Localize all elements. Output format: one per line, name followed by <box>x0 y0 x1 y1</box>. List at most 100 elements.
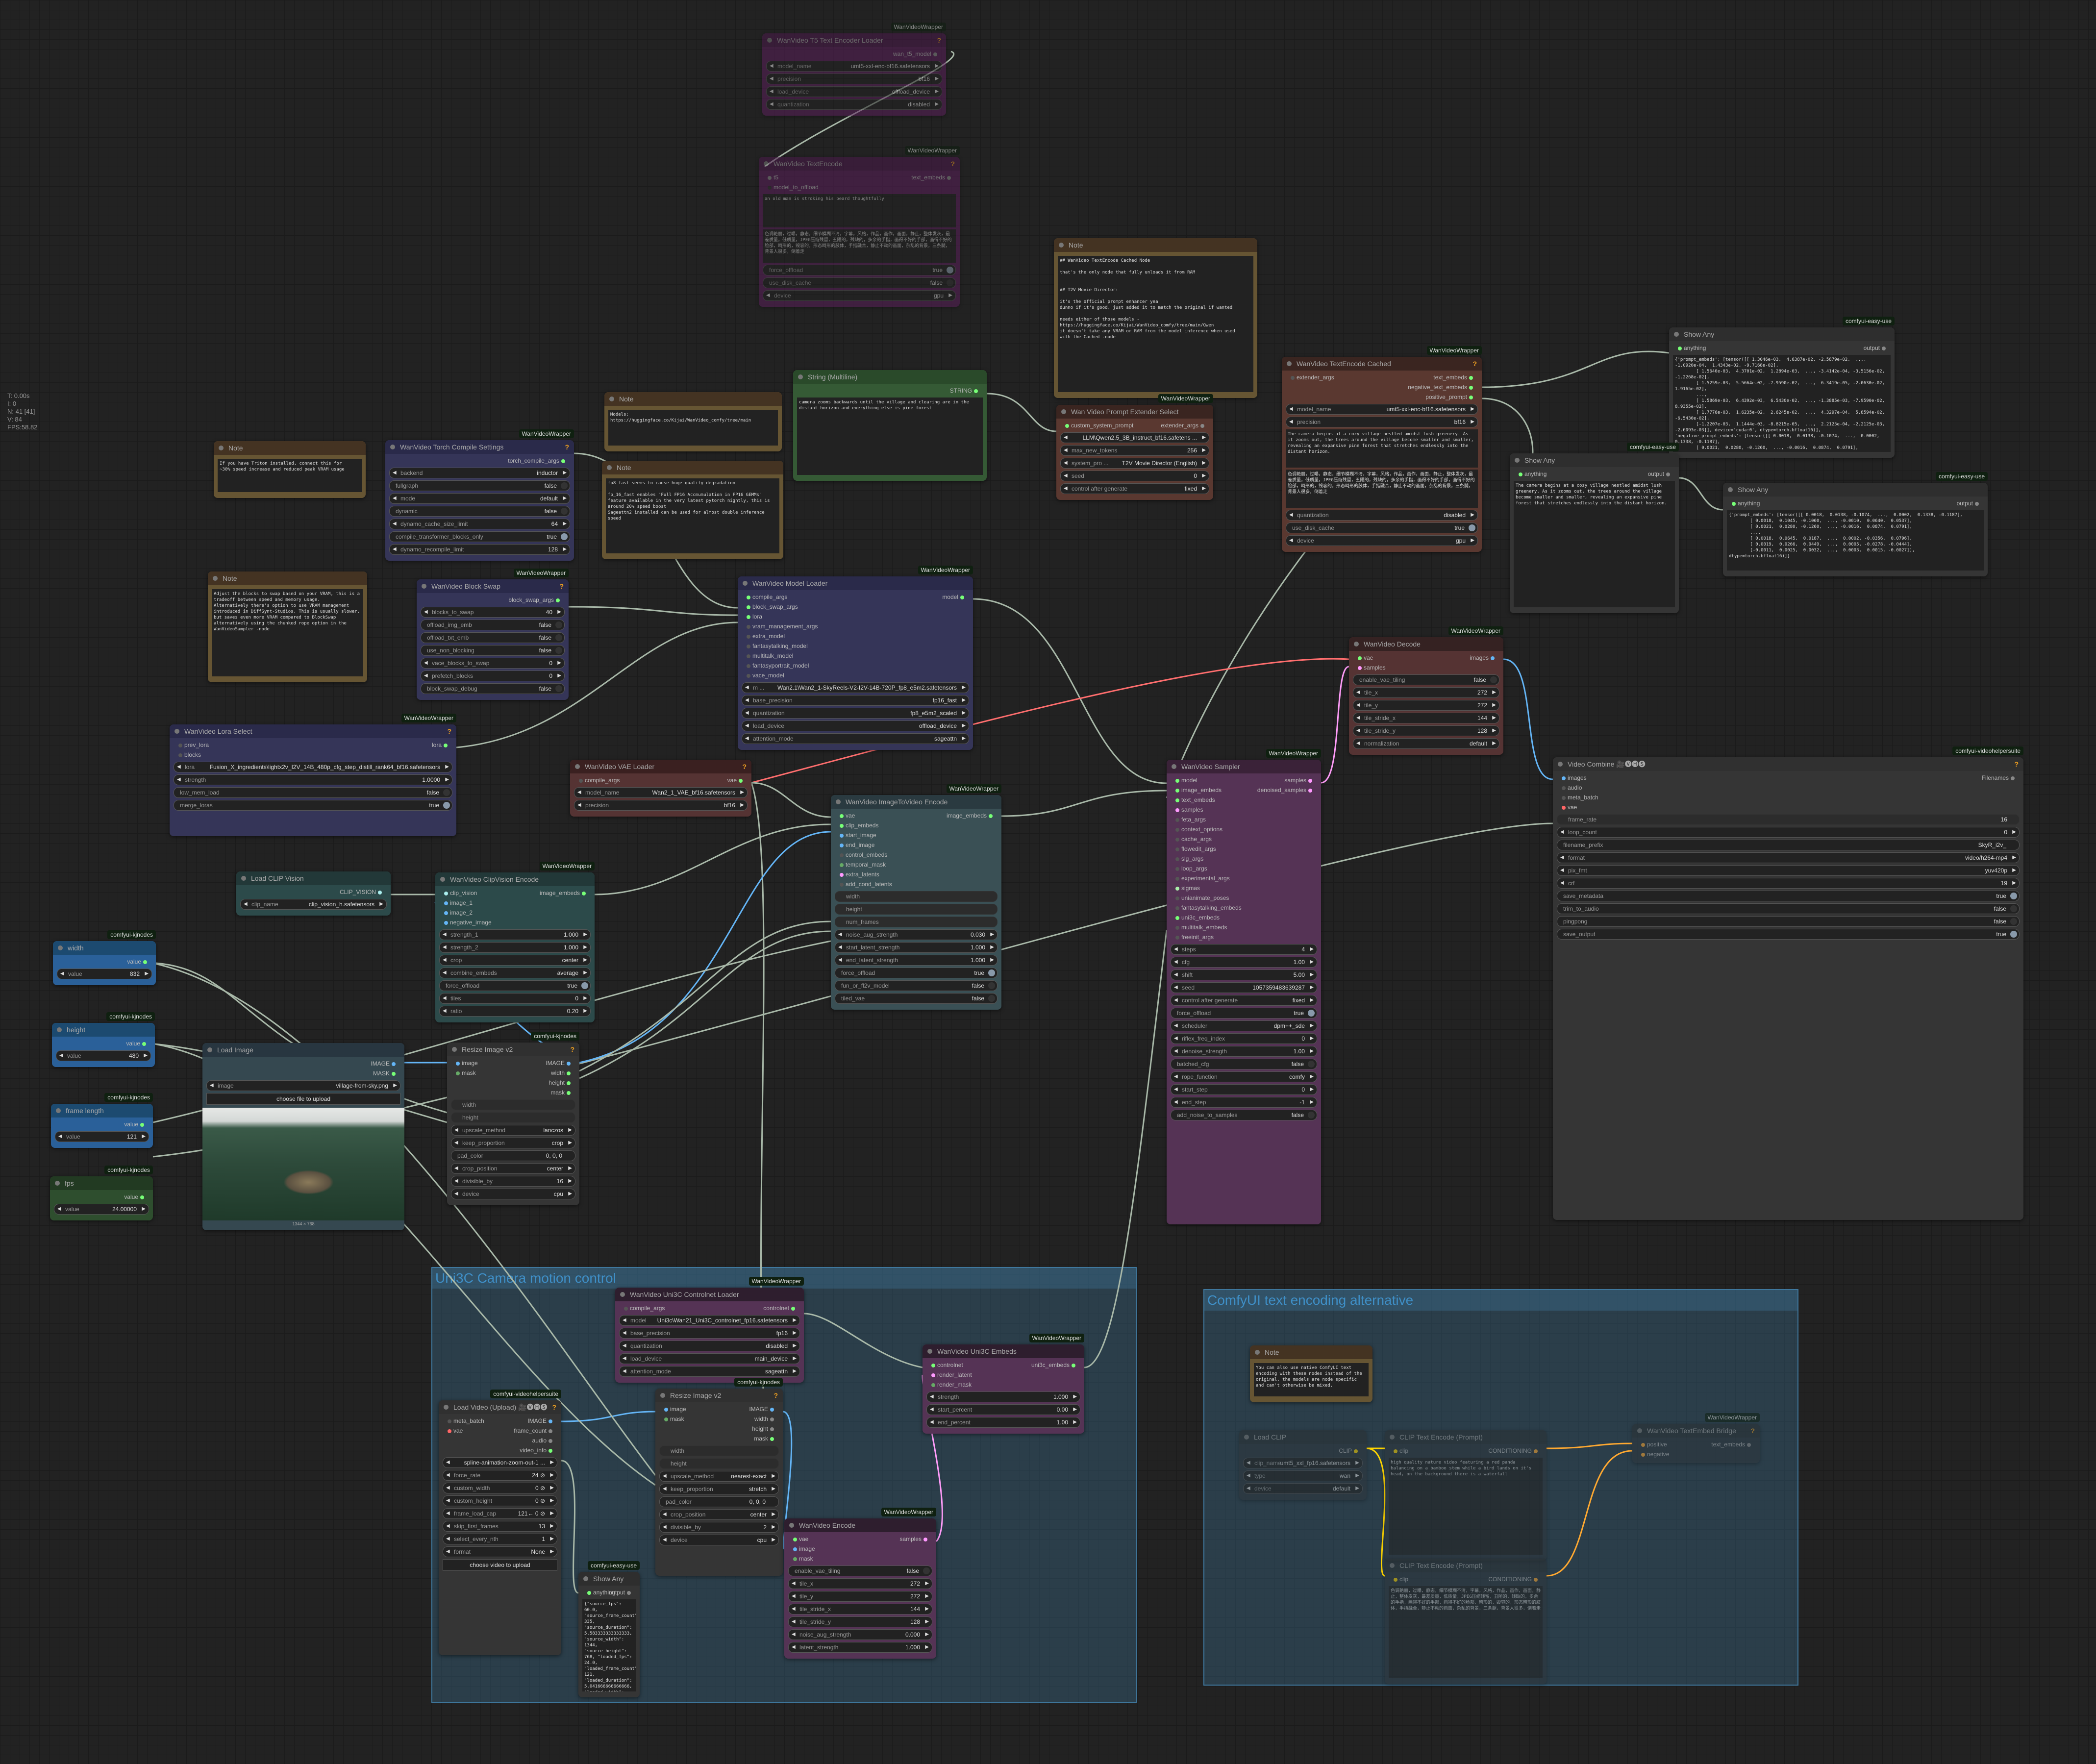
arrow-right-icon[interactable]: ▶ <box>583 995 587 1001</box>
arrow-right-icon[interactable]: ▶ <box>772 1473 775 1479</box>
arrow-right-icon[interactable]: ▶ <box>1492 728 1496 733</box>
arrow-right-icon[interactable]: ▶ <box>772 1537 775 1542</box>
output-slot[interactable]: output <box>1864 343 1888 353</box>
arrow-left-icon[interactable]: ◀ <box>930 1394 934 1399</box>
arrow-right-icon[interactable]: ▶ <box>1355 1473 1359 1478</box>
output-slot[interactable]: frame_count <box>514 1426 554 1436</box>
slot-dot-icon[interactable] <box>444 901 448 905</box>
output-slot[interactable]: height <box>549 1078 573 1088</box>
node-header[interactable]: Resize Image v2? <box>447 1043 579 1056</box>
arrow-right-icon[interactable]: ▶ <box>793 1368 797 1374</box>
arrow-right-icon[interactable]: ▶ <box>990 957 994 963</box>
slot-dot-icon[interactable] <box>624 1306 628 1311</box>
input-slot[interactable]: render_mask <box>929 1380 972 1390</box>
slot-dot-icon[interactable] <box>1491 656 1495 660</box>
arrow-left-icon[interactable]: ◀ <box>1064 460 1068 466</box>
toggle-knob-icon[interactable] <box>561 533 568 540</box>
node-header[interactable]: WanVideo Model Loader <box>738 576 973 590</box>
slot-dot-icon[interactable] <box>1175 827 1179 832</box>
node-header[interactable]: WanVideo ImageToVideo Encode <box>831 795 1001 809</box>
slot-dot-icon[interactable] <box>1175 867 1179 871</box>
output-slot[interactable]: value <box>126 1039 148 1048</box>
arrow-right-icon[interactable]: ▶ <box>550 1536 554 1541</box>
slot-dot-icon[interactable] <box>1394 1577 1397 1582</box>
arrow-right-icon[interactable]: ▶ <box>772 1512 775 1517</box>
input-slot[interactable]: mask <box>662 1414 684 1424</box>
collapse-dot-icon[interactable] <box>789 1523 794 1528</box>
input-slot[interactable]: loop_args <box>1173 864 1207 873</box>
slot-dot-icon[interactable] <box>1175 778 1179 783</box>
input-slot[interactable]: extra_model <box>745 631 785 641</box>
arrow-right-icon[interactable]: ▶ <box>2012 868 2016 873</box>
node-header[interactable]: CLIP Text Encode (Prompt) <box>1385 1430 1547 1444</box>
slot-dot-icon[interactable] <box>1678 346 1682 350</box>
slot-dot-icon[interactable] <box>1308 788 1312 793</box>
slot-dot-icon[interactable] <box>1562 795 1566 800</box>
arrow-right-icon[interactable]: ▶ <box>1471 419 1474 424</box>
arrow-left-icon[interactable]: ◀ <box>745 710 749 716</box>
arrow-right-icon[interactable]: ▶ <box>550 1511 554 1516</box>
arrow-left-icon[interactable]: ◀ <box>1174 1036 1178 1041</box>
arrow-left-icon[interactable]: ◀ <box>623 1368 626 1374</box>
arrow-right-icon[interactable]: ▶ <box>925 1619 929 1624</box>
slot-dot-icon[interactable] <box>448 1429 451 1433</box>
arrow-left-icon[interactable]: ◀ <box>424 660 428 666</box>
arrow-left-icon[interactable]: ◀ <box>930 1419 934 1425</box>
arrow-left-icon[interactable]: ◀ <box>1174 985 1178 990</box>
arrow-left-icon[interactable]: ◀ <box>443 944 447 950</box>
node-header[interactable]: Note <box>604 392 782 406</box>
toggle-knob-icon[interactable] <box>2010 893 2017 899</box>
slot-dot-icon[interactable] <box>1175 857 1179 861</box>
collapse-dot-icon[interactable] <box>798 374 803 379</box>
arrow-left-icon[interactable]: ◀ <box>1247 1473 1250 1478</box>
collapse-dot-icon[interactable] <box>1390 1435 1395 1440</box>
arrow-right-icon[interactable]: ▶ <box>1310 959 1314 965</box>
input-slot[interactable]: custom_system_prompt <box>1063 421 1133 430</box>
link-wire[interactable] <box>594 823 831 895</box>
slot-dot-icon[interactable] <box>793 1547 797 1551</box>
input-slot[interactable]: clip_embeds <box>838 820 878 830</box>
slot-dot-icon[interactable] <box>1175 798 1179 802</box>
link-wire[interactable] <box>986 393 1057 432</box>
node-header[interactable]: Note <box>214 441 366 455</box>
arrow-left-icon[interactable]: ◀ <box>1174 1087 1178 1092</box>
arrow-left-icon[interactable]: ◀ <box>244 901 248 907</box>
input-slot[interactable]: vae <box>1356 653 1373 663</box>
arrow-right-icon[interactable]: ▶ <box>1310 985 1314 990</box>
arrow-left-icon[interactable]: ◀ <box>58 1134 62 1139</box>
arrow-right-icon[interactable]: ▶ <box>563 521 567 526</box>
collapse-dot-icon[interactable] <box>609 397 614 401</box>
toggle-knob-icon[interactable] <box>2010 918 2017 925</box>
text-widget[interactable]: 色调艳丽，过曝，静态，细节模糊不清，字幕，风格，作品，画作，画面，静止，整体发灰… <box>1286 470 1478 508</box>
collapse-dot-icon[interactable] <box>207 1047 212 1052</box>
arrow-right-icon[interactable]: ▶ <box>1355 1460 1359 1466</box>
widget-width[interactable]: width <box>835 891 998 902</box>
arrow-left-icon[interactable]: ◀ <box>745 736 749 741</box>
